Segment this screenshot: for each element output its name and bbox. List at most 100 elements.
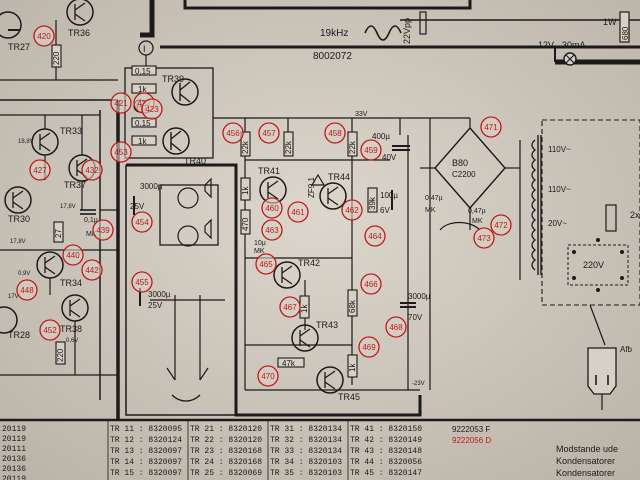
svg-text:TR37: TR37 [64, 180, 86, 190]
parts-table-cell: TR 34 : 8320103 [270, 458, 342, 467]
svg-text:680: 680 [621, 26, 630, 40]
marker-448: 448 [16, 279, 38, 301]
svg-text:110V~: 110V~ [548, 185, 571, 194]
transistor-tr44 [319, 182, 347, 210]
svg-text:1k: 1k [300, 304, 309, 313]
left-column-cell: 20111 [2, 445, 26, 454]
svg-text:459: 459 [364, 146, 378, 155]
svg-text:27: 27 [54, 229, 63, 238]
marker-455: 455 [131, 271, 153, 293]
svg-text:110V~: 110V~ [548, 145, 571, 154]
svg-text:Modstande ude: Modstande ude [556, 444, 618, 454]
svg-text:2x: 2x [630, 210, 640, 220]
transistor-tr27 [0, 11, 22, 39]
svg-text:TR43: TR43 [316, 320, 338, 330]
svg-text:22k: 22k [284, 140, 293, 154]
svg-text:0,6V: 0,6V [66, 338, 78, 344]
svg-text:457: 457 [262, 129, 276, 138]
svg-text:220V: 220V [583, 260, 604, 270]
marker-442: 442 [81, 259, 103, 281]
svg-text:458: 458 [328, 129, 342, 138]
marker-465: 465 [255, 253, 277, 275]
svg-text:465: 465 [259, 260, 273, 269]
svg-text:TR39: TR39 [162, 74, 184, 84]
mains-section: 110V~ 110V~ 20V~ 2x 220V Afb [531, 119, 640, 410]
svg-text:TR34: TR34 [60, 278, 82, 288]
svg-text:1k: 1k [138, 85, 147, 94]
marker-452: 452 [39, 319, 61, 341]
svg-text:70V: 70V [408, 313, 423, 322]
marker-461: 461 [287, 201, 309, 223]
svg-text:0,9V: 0,9V [18, 271, 30, 277]
parts-table-cell: TR 42 : 8320149 [350, 436, 422, 445]
svg-text:10µ: 10µ [254, 240, 266, 247]
svg-text:-23V: -23V [412, 381, 425, 387]
marker-420: 420 [33, 25, 55, 47]
transistor-tr42 [273, 261, 301, 289]
svg-text:TR44: TR44 [328, 172, 350, 182]
resistor-22k-c [347, 131, 358, 157]
resistor-015-b [131, 117, 157, 128]
marker-471: 471 [480, 116, 502, 138]
parts-table-cell: TR 15 : 8320097 [110, 469, 182, 478]
parts-table-cell: TR 12 : 8320124 [110, 436, 182, 445]
svg-text:462: 462 [345, 206, 359, 215]
parts-table-cell: TR 44 : 8320056 [350, 458, 422, 467]
resistor-68k [347, 289, 358, 317]
svg-text:463: 463 [265, 226, 279, 235]
svg-text:3000µ: 3000µ [148, 290, 171, 299]
marker-472: 472 [490, 214, 512, 236]
resistor-22k-b [283, 131, 294, 157]
svg-text:467: 467 [283, 303, 297, 312]
svg-text:464: 464 [368, 232, 382, 241]
resistor-470 [240, 209, 251, 235]
parts-table-cell: TR 33 : 8320134 [270, 447, 342, 456]
svg-text:MK: MK [86, 231, 97, 238]
marker-454: 454 [131, 211, 153, 233]
svg-text:0,15: 0,15 [135, 67, 151, 76]
svg-text:25V: 25V [130, 202, 145, 211]
svg-text:473: 473 [477, 234, 491, 243]
signal-level: 22Vpp [402, 18, 412, 44]
jack-b-icon [177, 225, 199, 247]
transformer-coil-icon [531, 139, 537, 271]
jack-a-icon [177, 187, 199, 209]
left-column-cell: 20119 [2, 425, 26, 434]
lamp-section: 12V 30mA 1W 680 [538, 11, 630, 66]
marker-453: 453 [110, 141, 132, 163]
svg-text:421: 421 [114, 99, 128, 108]
parts-table-cell: TR 32 : 8320134 [270, 436, 342, 445]
parts-table-cell: TR 45 : 8320147 [350, 469, 422, 478]
transistor-tr36 [66, 0, 94, 26]
svg-text:Kondensatorer: Kondensatorer [556, 456, 615, 466]
svg-text:39k: 39k [368, 196, 377, 210]
svg-text:440: 440 [66, 251, 80, 260]
left-column-cell: 20119 [2, 475, 26, 480]
marker-467: 467 [279, 296, 301, 318]
parts-table-cell: TR 14 : 8320097 [110, 458, 182, 467]
switch-contact-icon [171, 394, 201, 402]
marker-457: 457 [258, 122, 280, 144]
marker-group: 4204214224234274324394404424484524534544… [16, 25, 512, 387]
marker-432: 432 [81, 159, 103, 181]
svg-text:3000µ: 3000µ [140, 182, 163, 191]
svg-text:427: 427 [33, 166, 47, 175]
svg-text:17V: 17V [8, 294, 19, 300]
svg-text:468: 468 [389, 323, 403, 332]
svg-text:20V~: 20V~ [548, 219, 567, 228]
svg-text:TR41: TR41 [258, 166, 280, 176]
svg-text:423: 423 [145, 105, 159, 114]
parts-table-cell: TR 24 : 8320168 [190, 458, 262, 467]
fuse-icon [605, 204, 617, 232]
center-amplifier: 22k 22k 22k 400µ 40V TR41 1k 470 10µ MK … [240, 118, 431, 402]
mains-plug-icon [587, 347, 617, 395]
svg-text:TR33: TR33 [60, 126, 82, 136]
svg-text:452: 452 [43, 326, 57, 335]
svg-text:TR40: TR40 [184, 156, 206, 166]
svg-text:MK: MK [425, 207, 436, 214]
speaker-icon-2 [204, 218, 212, 240]
svg-text:Kondensatorer: Kondensatorer [556, 468, 615, 478]
parts-table-cell: TR 23 : 8320168 [190, 447, 262, 456]
